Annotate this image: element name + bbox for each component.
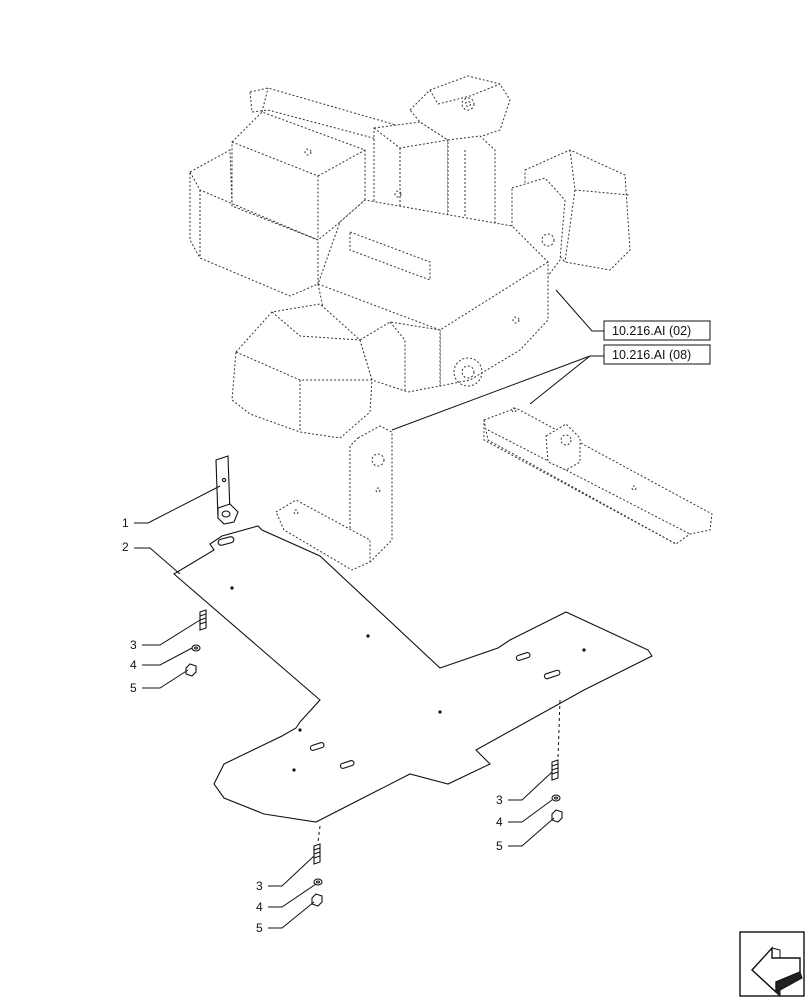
callout-labels: 1 2 3 4 5 3 4 5 3 4 5 [122, 516, 503, 935]
hardware-group-bottom [311, 843, 323, 907]
part-1-bracket [215, 455, 239, 525]
callout-5-bottom: 5 [256, 921, 263, 935]
callout-1: 1 [122, 516, 129, 530]
ghost-rear-bar [483, 407, 713, 545]
callout-leaders [134, 289, 604, 929]
hardware-group-right [551, 759, 563, 823]
callout-4-bottom: 4 [256, 900, 263, 914]
ghost-upright-bracket [275, 425, 393, 571]
callout-3-right: 3 [496, 793, 503, 807]
part-2-plate [173, 525, 653, 823]
reference-link-1[interactable]: 10.216.AI (02) [603, 320, 711, 341]
svg-text:10.216.AI (02)[interactable]: 10.216.AI (02) [612, 324, 691, 338]
back-arrow-icon[interactable] [739, 931, 805, 998]
callout-4-left: 4 [130, 658, 137, 672]
callout-5-right: 5 [496, 839, 503, 853]
callout-3-left: 3 [130, 638, 137, 652]
svg-text:10.216.AI (08)[interactable]: 10.216.AI (08) [612, 348, 691, 362]
callout-5-left: 5 [130, 681, 137, 695]
callout-4-right: 4 [496, 815, 503, 829]
ghost-tank-assembly [189, 75, 631, 439]
reference-link-2[interactable]: 10.216.AI (08) [603, 344, 711, 365]
hardware-group-left [185, 609, 207, 677]
callout-2: 2 [122, 540, 129, 554]
callout-3-bottom: 3 [256, 879, 263, 893]
